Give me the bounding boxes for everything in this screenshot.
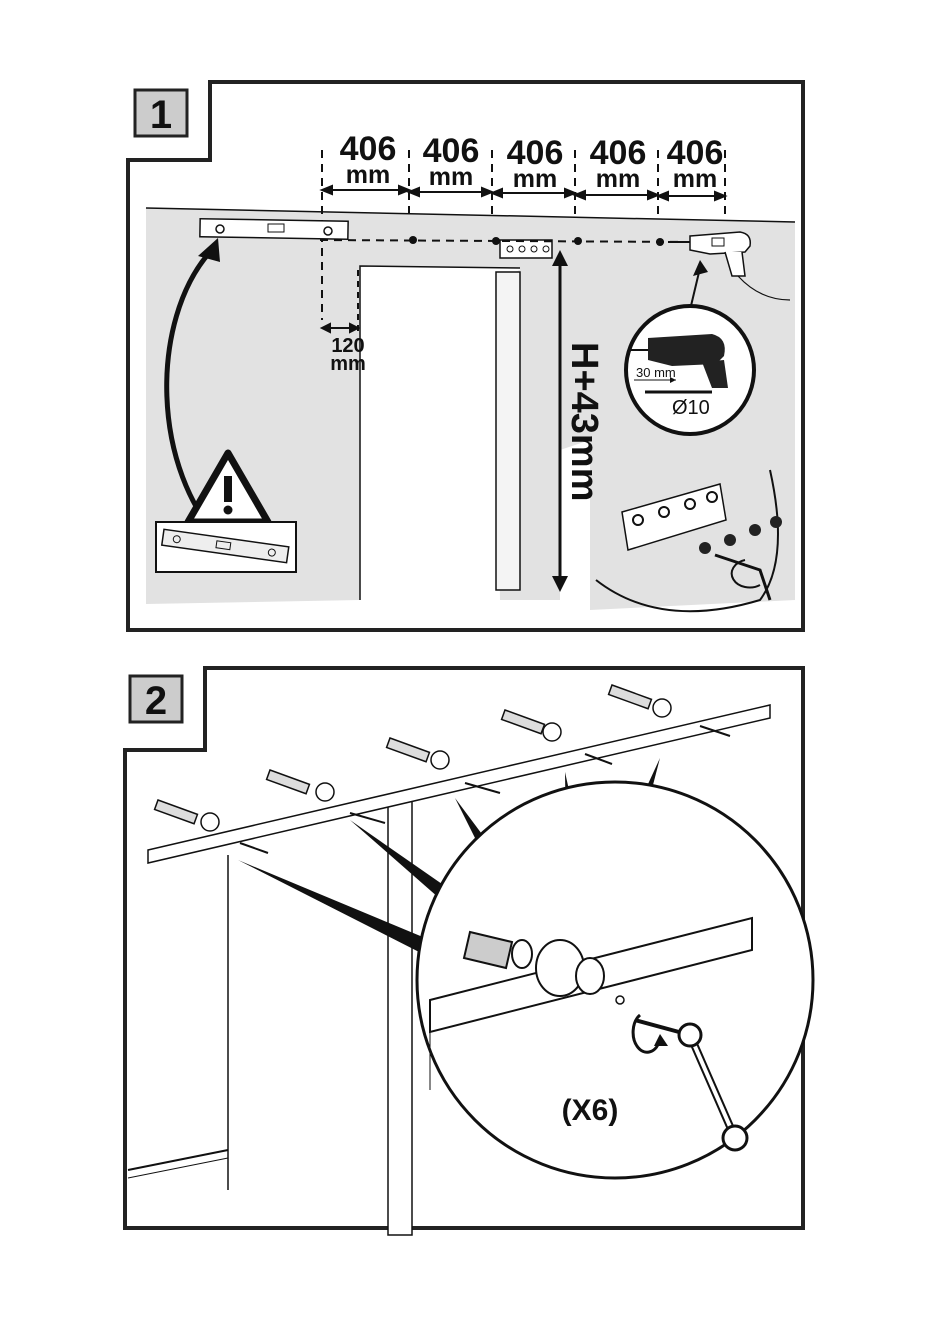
spacing-5-unit: mm: [673, 165, 717, 193]
spacing-3-unit: mm: [513, 165, 557, 193]
step-1-illustration: 1 406 mm 406 mm 406 mm 40: [0, 0, 933, 650]
spacing-1-unit: mm: [346, 161, 390, 189]
step-2-illustration: 2: [0, 650, 933, 1250]
step-1-number: 1: [150, 93, 172, 137]
door-jamb: [496, 272, 520, 590]
step-2-number: 2: [145, 679, 167, 723]
spacing-4-unit: mm: [596, 165, 640, 193]
edge-offset-unit: mm: [330, 353, 366, 375]
rail-bracket: [500, 240, 552, 258]
step-1-panel: 1 406 mm 406 mm 406 mm 40: [0, 0, 933, 650]
step-2-panel: 2: [0, 650, 933, 1250]
drill-depth-label: 30 mm: [636, 365, 676, 380]
quantity-label: (X6): [562, 1094, 619, 1127]
drill-diameter-label: Ø10: [672, 397, 710, 419]
spirit-level-icon: [200, 219, 348, 240]
spacing-2-unit: mm: [429, 163, 473, 191]
height-label: H+43mm: [563, 342, 605, 501]
